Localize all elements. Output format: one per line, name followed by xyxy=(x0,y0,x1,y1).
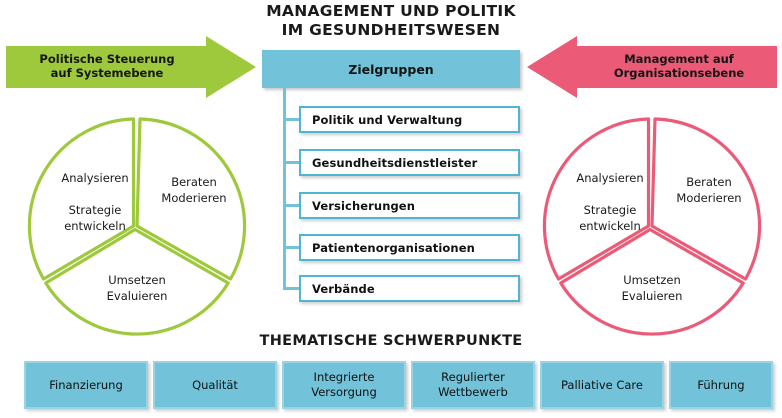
page-title-line-2: IM GESUNDHEITSWESEN xyxy=(281,21,501,39)
right-seg3-line2: Evaluieren xyxy=(621,289,683,303)
right-arrow-shape xyxy=(527,36,777,98)
left-seg2-line1: Beraten xyxy=(171,175,217,189)
right-seg2-line2: Moderieren xyxy=(676,191,742,205)
right-seg1-line1: Analysieren xyxy=(576,171,644,185)
theme-box-4[interactable]: Regulierter Wettbewerb xyxy=(411,361,535,409)
target-group-label-2: Gesundheitsdienstleister xyxy=(312,155,478,170)
tree-branch-5 xyxy=(283,287,300,290)
left-arrow[interactable]: Politische Steuerung auf Systemebene xyxy=(6,36,258,102)
theme-label-4: Regulierter Wettbewerb xyxy=(438,370,508,399)
left-seg3-line1: Umsetzen xyxy=(108,273,166,287)
tree-trunk-line xyxy=(283,88,286,287)
left-seg1-line3: entwickeln xyxy=(64,219,126,233)
left-circle-shape xyxy=(27,117,247,336)
right-circle-segment-label-1: Analysieren Strategie entwickeln xyxy=(564,170,656,234)
theme-box-2[interactable]: Qualität xyxy=(153,361,277,409)
left-circle-segment-label-1: Analysieren Strategie entwickeln xyxy=(49,170,141,234)
right-circle-segment-label-2: Beraten Moderieren xyxy=(666,174,752,206)
right-seg3-line1: Umsetzen xyxy=(623,273,681,287)
target-group-item-1[interactable]: Politik und Verwaltung xyxy=(299,106,520,133)
right-seg1-line2: Strategie xyxy=(583,203,637,217)
theme-box-3[interactable]: Integrierte Versorgung xyxy=(282,361,406,409)
left-seg3-line2: Evaluieren xyxy=(106,289,168,303)
tree-branch-4 xyxy=(283,246,300,249)
zielgruppen-header-label: Zielgruppen xyxy=(348,61,434,77)
left-arrow-shape xyxy=(6,36,256,98)
zielgruppen-header-box[interactable]: Zielgruppen xyxy=(262,50,520,88)
left-seg1-line1: Analysieren xyxy=(61,171,129,185)
right-arrow[interactable]: Management auf Organisationsebene xyxy=(527,36,779,102)
left-seg2-line2: Moderieren xyxy=(161,191,227,205)
target-group-item-4[interactable]: Patientenorganisationen xyxy=(299,234,520,261)
right-circle-segment-label-3: Umsetzen Evaluieren xyxy=(602,272,702,304)
target-group-label-4: Patientenorganisationen xyxy=(312,240,475,255)
target-group-item-3[interactable]: Versicherungen xyxy=(299,192,520,219)
theme-label-6: Führung xyxy=(697,377,745,392)
theme-label-5: Palliative Care xyxy=(561,377,643,392)
page-title: MANAGEMENT UND POLITIK IM GESUNDHEITSWES… xyxy=(0,2,782,40)
theme-label-2: Qualität xyxy=(192,377,238,392)
target-group-label-5: Verbände xyxy=(312,281,375,296)
target-group-item-5[interactable]: Verbände xyxy=(299,275,520,302)
right-seg2-line1: Beraten xyxy=(686,175,732,189)
theme-label-3: Integrierte Versorgung xyxy=(311,370,377,399)
target-group-label-1: Politik und Verwaltung xyxy=(312,112,463,127)
right-circle-shape xyxy=(542,117,762,336)
theme-box-6[interactable]: Führung xyxy=(669,361,773,409)
right-seg1-line3: entwickeln xyxy=(579,219,641,233)
target-group-item-2[interactable]: Gesundheitsdienstleister xyxy=(299,149,520,176)
theme-label-1: Finanzierung xyxy=(49,377,123,392)
tree-branch-1 xyxy=(283,118,300,121)
tree-branch-2 xyxy=(283,161,300,164)
left-circle: Analysieren Strategie entwickeln Beraten… xyxy=(25,112,249,344)
left-circle-segment-label-3: Umsetzen Evaluieren xyxy=(87,272,187,304)
page-title-line-1: MANAGEMENT UND POLITIK xyxy=(266,2,516,20)
section-title-thematische-schwerpunkte: THEMATISCHE SCHWERPUNKTE xyxy=(259,333,523,349)
left-circle-segment-label-2: Beraten Moderieren xyxy=(151,174,237,206)
theme-box-5[interactable]: Palliative Care xyxy=(540,361,664,409)
left-seg1-line2: Strategie xyxy=(68,203,122,217)
right-circle: Analysieren Strategie entwickeln Beraten… xyxy=(540,112,764,344)
tree-branch-3 xyxy=(283,204,300,207)
target-group-label-3: Versicherungen xyxy=(312,198,415,213)
theme-box-1[interactable]: Finanzierung xyxy=(24,361,148,409)
